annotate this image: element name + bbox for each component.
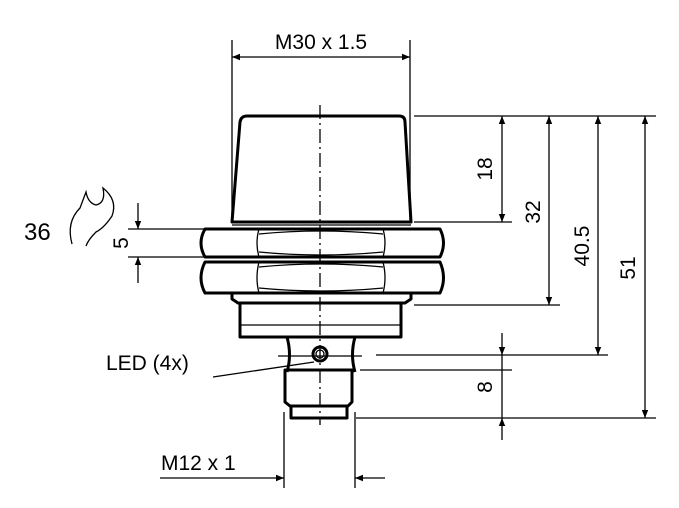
- dim-40-5-label: 40.5: [571, 226, 594, 267]
- dim-51-label: 51: [617, 256, 640, 279]
- dim-thread-bottom: M12 x 1: [160, 412, 385, 488]
- dim-right: 18 32 40.5 51 8: [356, 115, 656, 440]
- thread-top-label: M30 x 1.5: [275, 31, 367, 54]
- led-label: LED (4x): [106, 352, 189, 375]
- dim-8-label: 8: [474, 381, 497, 393]
- thread-bottom-label: M12 x 1: [161, 452, 236, 475]
- led-callout: LED (4x): [106, 352, 189, 375]
- wrench-size-label: 36: [24, 219, 51, 246]
- wrench-icon: [69, 186, 115, 247]
- dim-wrench: 36 5: [24, 186, 205, 283]
- sensor-outline: [199, 114, 445, 420]
- nut-height-label: 5: [110, 237, 133, 249]
- dim-thread-top: M30 x 1.5: [231, 31, 411, 220]
- dim-32-label: 32: [522, 200, 545, 223]
- dim-18-label: 18: [474, 157, 497, 180]
